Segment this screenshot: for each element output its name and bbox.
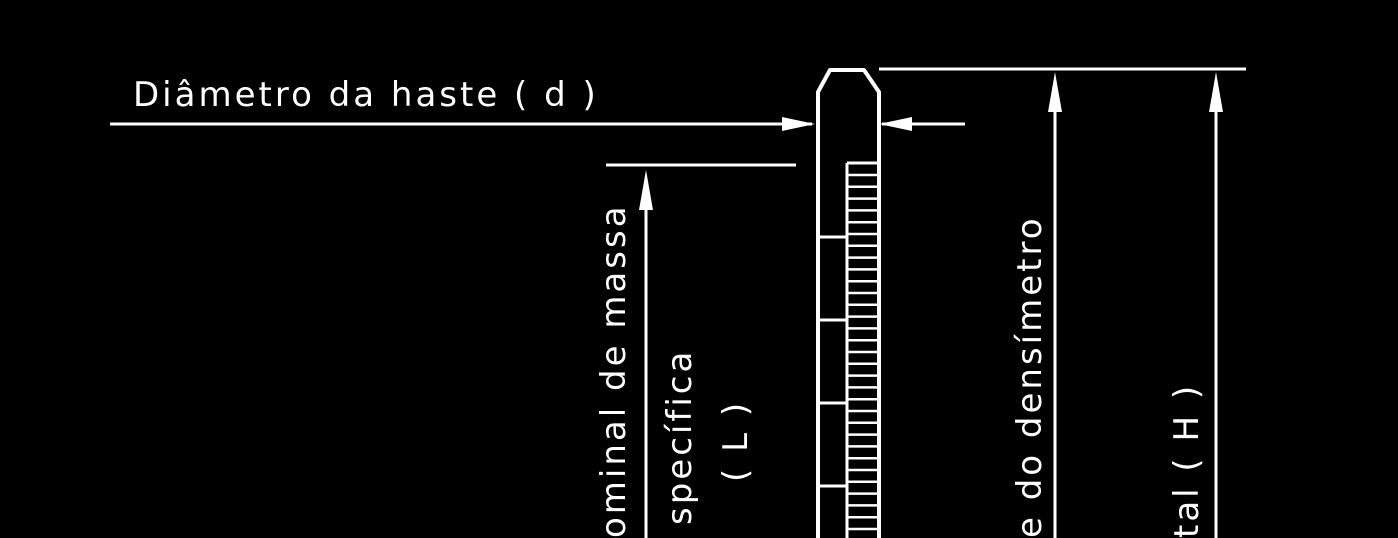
hydrometer-stem-outline xyxy=(816,68,881,538)
stem-diameter-arrow-right xyxy=(879,117,912,131)
hydrometer-length-label: e do densímetro xyxy=(1010,215,1050,538)
total-length-label: tal ( H ) xyxy=(1167,383,1207,538)
scale-ticks xyxy=(818,173,879,531)
hydrometer-length-arrow xyxy=(1048,72,1062,112)
total-length-arrow xyxy=(1209,72,1223,112)
scale-length-arrow xyxy=(639,170,653,210)
stem-diameter-arrow-left xyxy=(782,117,815,131)
scale-length-label-line1: ominal de massa xyxy=(594,203,634,538)
scale-length-label-line2: specífica xyxy=(660,349,700,525)
scale-length-label-line3: ( L ) xyxy=(716,400,756,482)
stem-diameter-label: Diâmetro da haste ( d ) xyxy=(133,75,599,115)
